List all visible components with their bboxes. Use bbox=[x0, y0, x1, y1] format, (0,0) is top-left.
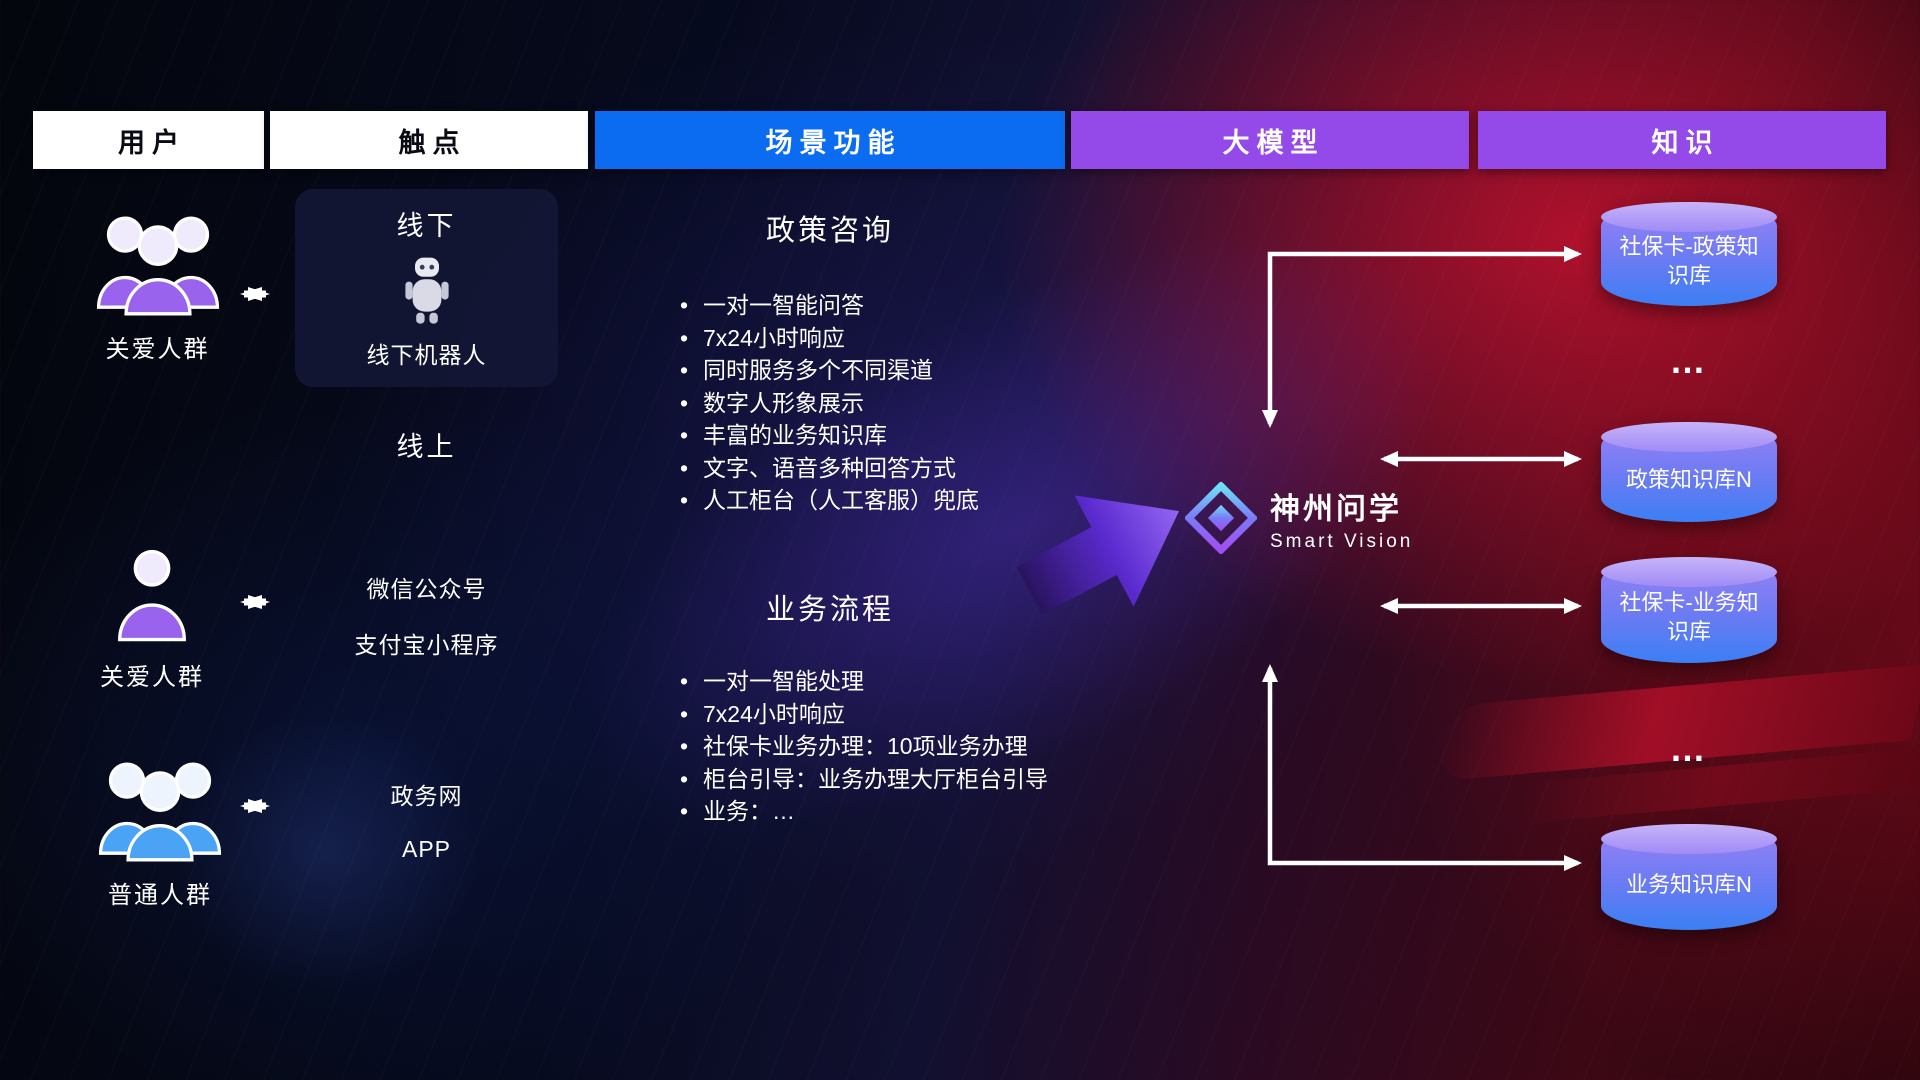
people-group-purple-icon bbox=[96, 216, 219, 316]
list-item: 人工柜台（人工客服）兜底 bbox=[677, 484, 979, 517]
kb-label: 政策知识库N bbox=[1626, 466, 1752, 492]
user-group-label: 关爱人群 bbox=[100, 664, 204, 691]
header-large-model: 大模型 bbox=[1071, 111, 1469, 169]
brand-diamond-logo-icon bbox=[1185, 482, 1257, 554]
channel-wechat: 微信公众号 bbox=[366, 576, 487, 602]
list-item: 7x24小时响应 bbox=[677, 322, 979, 355]
list-item: 社保卡业务办理：10项业务办理 bbox=[677, 730, 1048, 763]
offline-touchpoint-card: 线下 线下机器人 bbox=[295, 189, 558, 387]
user-group-normal: 普通人群 bbox=[55, 752, 265, 910]
kb-label: 业务知识库N bbox=[1626, 871, 1752, 897]
ellipsis-dots: … bbox=[1669, 728, 1709, 769]
channel-alipay: 支付宝小程序 bbox=[354, 632, 499, 658]
channel-gov-web: 政务网 bbox=[390, 783, 463, 809]
brand-subtitle: Smart Vision bbox=[1270, 530, 1414, 552]
header-users: 用户 bbox=[33, 111, 264, 169]
robot-icon bbox=[404, 257, 449, 324]
header-touchpoints: 触点 bbox=[270, 111, 588, 169]
list-item: 业务：… bbox=[677, 795, 1048, 828]
kb-cylinder-social-business: 社保卡-业务知识库 bbox=[1601, 557, 1777, 663]
offline-robot-label: 线下机器人 bbox=[366, 342, 487, 368]
channel-app: APP bbox=[401, 836, 452, 862]
user-group-care-2: 关爱人群 bbox=[62, 546, 242, 692]
kb-cylinder-social-policy: 社保卡-政策知识库 bbox=[1601, 202, 1777, 306]
kb-cylinder-policy-n: 政策知识库N bbox=[1601, 422, 1777, 522]
user-group-label: 普通人群 bbox=[108, 882, 212, 909]
policy-feature-list: 一对一智能问答 7x24小时响应 同时服务多个不同渠道 数字人形象展示 丰富的业… bbox=[677, 289, 979, 517]
user-group-label: 关爱人群 bbox=[105, 336, 210, 363]
kb-cylinder-business-n: 业务知识库N bbox=[1601, 824, 1777, 930]
kb-label: 社保卡-业务知识库 bbox=[1619, 590, 1759, 644]
list-item: 数字人形象展示 bbox=[677, 387, 979, 420]
header-scene-functions: 场景功能 bbox=[595, 111, 1065, 169]
user-group-care-1: 关爱人群 bbox=[60, 206, 255, 364]
kb-label: 社保卡-政策知识库 bbox=[1619, 234, 1759, 288]
online-title: 线上 bbox=[396, 432, 457, 462]
person-purple-icon bbox=[118, 549, 186, 642]
people-group-blue-icon bbox=[98, 762, 222, 862]
model-brand: 神州问学 Smart Vision bbox=[1185, 482, 1413, 554]
business-feature-list: 一对一智能处理 7x24小时响应 社保卡业务办理：10项业务办理 柜台引导：业务… bbox=[677, 665, 1048, 828]
list-item: 一对一智能问答 bbox=[677, 289, 979, 322]
offline-title: 线下 bbox=[396, 211, 457, 241]
list-item: 柜台引导：业务办理大厅柜台引导 bbox=[677, 763, 1048, 796]
header-knowledge: 知识 bbox=[1478, 111, 1886, 169]
brand-name: 神州问学 bbox=[1270, 492, 1402, 526]
list-item: 同时服务多个不同渠道 bbox=[677, 354, 979, 387]
ellipsis-dots: … bbox=[1669, 340, 1709, 381]
list-item: 一对一智能处理 bbox=[677, 665, 1048, 698]
list-item: 7x24小时响应 bbox=[677, 698, 1048, 731]
list-item: 丰富的业务知识库 bbox=[677, 419, 979, 452]
list-item: 文字、语音多种回答方式 bbox=[677, 452, 979, 485]
scene-title-policy: 政策咨询 bbox=[765, 215, 894, 247]
brand-text: 神州问学 Smart Vision bbox=[1270, 484, 1413, 553]
scene-title-business: 业务流程 bbox=[765, 594, 894, 626]
